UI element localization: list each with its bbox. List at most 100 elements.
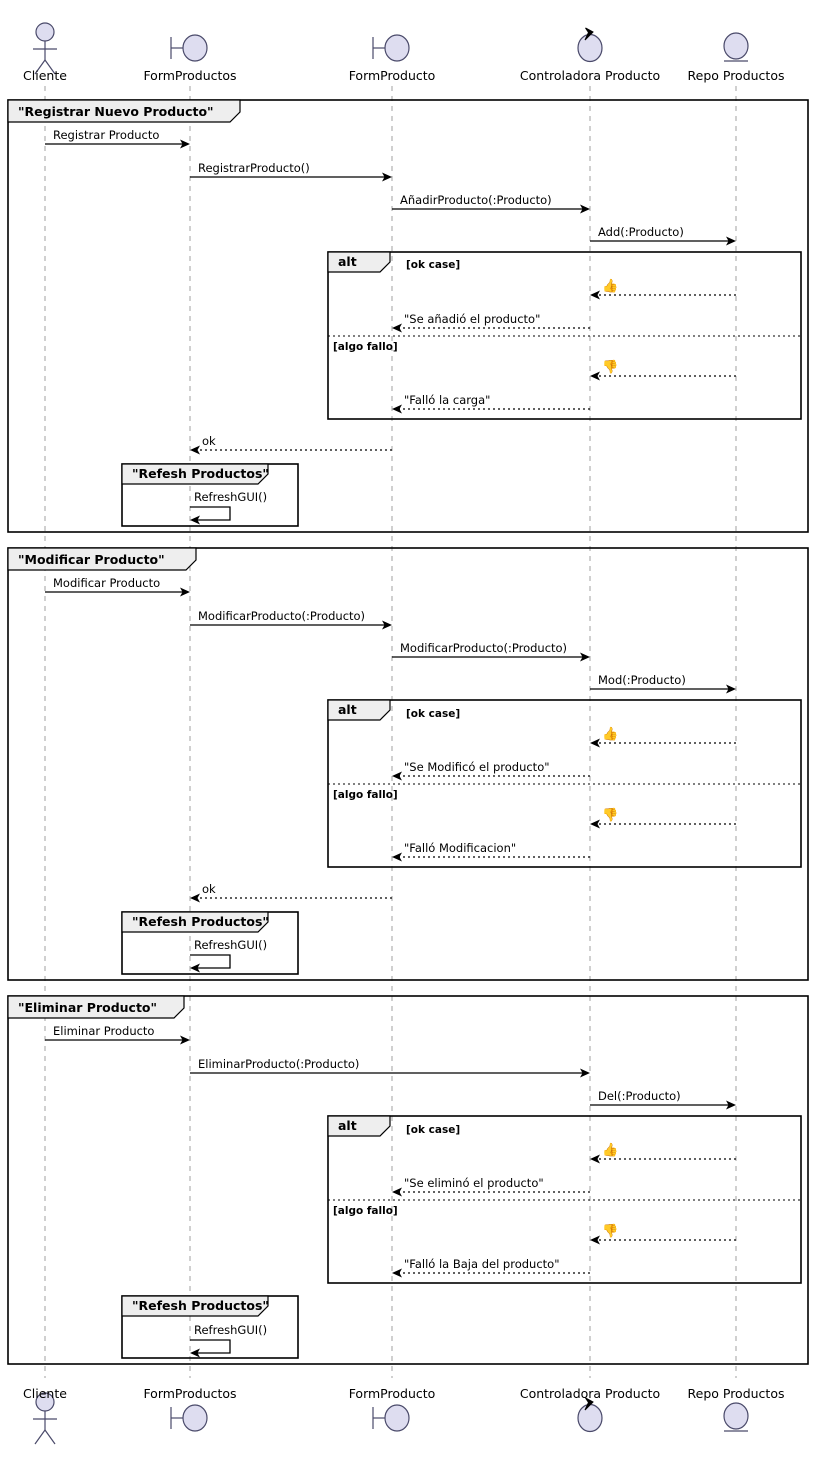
participant-controladora-bottom[interactable]: Controladora Producto <box>520 1386 660 1433</box>
arrowhead-icon <box>382 620 392 630</box>
fragment-modificar[interactable]: "Modificar Producto" <box>7 547 809 981</box>
message-m11[interactable]: Eliminar Producto <box>45 1024 190 1045</box>
alt-fragment-alt-eliminar[interactable]: alt <box>327 1115 802 1284</box>
boundary-icon <box>372 1404 410 1432</box>
fragment-eliminar-label: "Eliminar Producto" <box>18 1000 157 1015</box>
message-label-m3: AñadirProducto(:Producto) <box>400 193 552 207</box>
alt-guard-label: [algo fallo] <box>333 1205 398 1217</box>
message-c3[interactable]: 👎 <box>590 1223 736 1245</box>
fragment-refresh-eliminar-tab <box>121 1295 269 1317</box>
alt-section-alt-modificar-1: [algo fallo] <box>328 783 801 801</box>
fragment-eliminar[interactable]: "Eliminar Producto" <box>7 995 809 1365</box>
fragment-registrar-label: "Registrar Nuevo Producto" <box>18 104 214 119</box>
arrowhead-icon <box>392 771 402 781</box>
fragment-registrar-tab <box>7 99 241 123</box>
message-m6[interactable]: Modificar Producto <box>45 576 190 597</box>
message-m8[interactable]: ModificarProducto(:Producto) <box>392 641 590 662</box>
message-m7[interactable]: ModificarProducto(:Producto) <box>190 609 392 630</box>
message-label-m10: ok <box>202 882 216 896</box>
self-message-label-s2: RefreshGUI() <box>194 938 267 952</box>
arrowhead-icon <box>726 684 736 694</box>
message-label-m12: EliminarProducto(:Producto) <box>198 1057 359 1071</box>
participant-repo-bottom[interactable]: Repo Productos <box>688 1386 785 1432</box>
boundary-icon <box>170 34 208 62</box>
fragment-refresh-registrar-tab <box>121 463 269 485</box>
message-label-m1: Registrar Producto <box>53 128 159 142</box>
fragment-refresh-registrar[interactable]: "Refesh Productos" <box>121 463 299 527</box>
alt-guard-label: [algo fallo] <box>333 789 398 801</box>
arrowhead-icon <box>590 1235 600 1245</box>
participant-cliente-bottom[interactable]: Cliente <box>23 1386 67 1445</box>
participant-cliente-top[interactable]: Cliente <box>23 22 67 83</box>
message-c4[interactable]: "Falló la Baja del producto" <box>392 1257 590 1278</box>
message-c1[interactable]: 👍 <box>590 1142 736 1164</box>
participant-repo-top[interactable]: Repo Productos <box>688 32 785 83</box>
message-a1[interactable]: 👍 <box>590 278 736 300</box>
participant-controladora-top[interactable]: Controladora Producto <box>520 27 660 83</box>
message-label-m13: Del(:Producto) <box>598 1089 681 1103</box>
participant-label-formproducto: FormProducto <box>349 68 436 83</box>
message-label-b1: 👍 <box>602 726 618 742</box>
fragment-registrar[interactable]: "Registrar Nuevo Producto" <box>7 99 809 533</box>
arrowhead-icon <box>190 963 200 973</box>
arrowhead-icon <box>590 371 600 381</box>
arrowhead-icon <box>392 323 402 333</box>
message-c2[interactable]: "Se eliminó el producto" <box>392 1176 590 1197</box>
self-message-label-s1: RefreshGUI() <box>194 490 267 504</box>
message-label-b3: 👎 <box>602 807 618 823</box>
message-m10[interactable]: ok <box>190 882 392 903</box>
message-label-m7: ModificarProducto(:Producto) <box>198 609 365 623</box>
participant-label-repo: Repo Productos <box>688 1386 785 1401</box>
message-label-b4: "Falló Modificacion" <box>404 841 516 855</box>
participant-formproducto-top[interactable]: FormProducto <box>349 34 436 83</box>
message-a2[interactable]: "Se añadió el producto" <box>392 312 590 333</box>
message-label-m8: ModificarProducto(:Producto) <box>400 641 567 655</box>
message-m2[interactable]: RegistrarProducto() <box>190 161 392 182</box>
alt-fragment-alt-eliminar-label: alt <box>338 1118 357 1133</box>
message-m3[interactable]: AñadirProducto(:Producto) <box>392 193 590 214</box>
participant-formproductos-bottom[interactable]: FormProductos <box>143 1386 237 1432</box>
alt-fragment-alt-modificar-tab <box>327 699 391 721</box>
participant-label-cliente: Cliente <box>23 68 67 83</box>
arrowhead-icon <box>580 652 590 662</box>
participant-label-formproducto: FormProducto <box>349 1386 436 1401</box>
alt-section-alt-registrar-1: [algo fallo] <box>328 335 801 353</box>
alt-section-alt-modificar-0: [ok case] <box>406 708 460 720</box>
message-m12[interactable]: EliminarProducto(:Producto) <box>190 1057 590 1078</box>
message-m5[interactable]: ok <box>190 434 392 455</box>
arrowhead-icon <box>590 1154 600 1164</box>
message-m9[interactable]: Mod(:Producto) <box>590 673 736 694</box>
arrowhead-icon <box>392 1268 402 1278</box>
participant-label-repo: Repo Productos <box>688 68 785 83</box>
message-label-c4: "Falló la Baja del producto" <box>404 1257 560 1271</box>
participant-formproducto-bottom[interactable]: FormProducto <box>349 1386 436 1432</box>
message-label-m4: Add(:Producto) <box>598 225 684 239</box>
alt-section-alt-registrar-0: [ok case] <box>406 259 460 271</box>
message-label-m6: Modificar Producto <box>53 576 160 590</box>
fragment-refresh-eliminar-label: "Refesh Productos" <box>132 1298 269 1313</box>
participant-formproductos-top[interactable]: FormProductos <box>143 34 237 83</box>
message-b3[interactable]: 👎 <box>590 807 736 829</box>
arrowhead-icon <box>392 1187 402 1197</box>
message-a3[interactable]: 👎 <box>590 359 736 381</box>
alt-fragment-alt-modificar-label: alt <box>338 702 357 717</box>
fragment-refresh-eliminar[interactable]: "Refesh Productos" <box>121 1295 299 1359</box>
self-message-s1[interactable]: RefreshGUI() <box>190 490 267 525</box>
fragment-refresh-modificar[interactable]: "Refesh Productos" <box>121 911 299 975</box>
message-m1[interactable]: Registrar Producto <box>45 128 190 149</box>
self-message-s3[interactable]: RefreshGUI() <box>190 1323 267 1358</box>
self-message-s2[interactable]: RefreshGUI() <box>190 938 267 973</box>
message-m13[interactable]: Del(:Producto) <box>590 1089 736 1110</box>
entity-icon <box>723 32 749 62</box>
alt-fragment-alt-registrar-label: alt <box>338 254 357 269</box>
actor-icon <box>33 1392 57 1445</box>
arrowhead-icon <box>392 404 402 414</box>
message-a4[interactable]: "Falló la carga" <box>392 393 590 414</box>
message-m4[interactable]: Add(:Producto) <box>590 225 736 246</box>
message-b4[interactable]: "Falló Modificacion" <box>392 841 590 862</box>
fragment-refresh-modificar-label: "Refesh Productos" <box>132 914 269 929</box>
message-b1[interactable]: 👍 <box>590 726 736 748</box>
participant-label-controladora: Controladora Producto <box>520 68 660 83</box>
message-b2[interactable]: "Se Modificó el producto" <box>392 760 590 781</box>
